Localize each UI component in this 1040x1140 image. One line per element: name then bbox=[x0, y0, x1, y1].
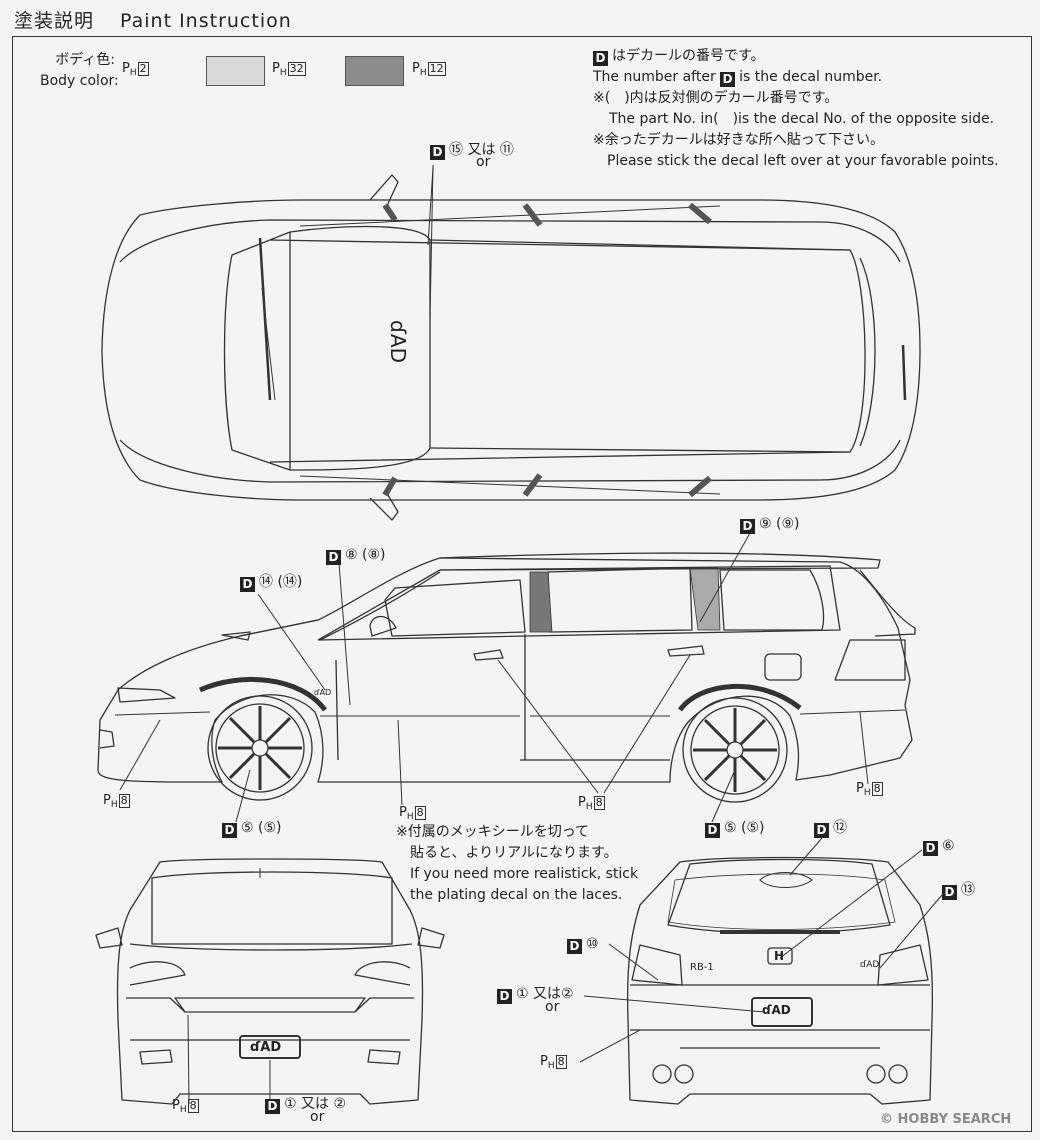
decal-d-icon: D bbox=[923, 841, 938, 856]
decal-d-icon: D bbox=[497, 989, 512, 1004]
plating-note: ※付属のメッキシールを切って 貼ると、よりリアルになります。 If you ne… bbox=[396, 824, 639, 903]
decal-d-icon: D bbox=[814, 823, 829, 838]
rear-license-plate bbox=[751, 997, 813, 1027]
rb1-badge: RB-1 bbox=[690, 962, 714, 973]
instruction-frame bbox=[12, 36, 1032, 1132]
rear-dad-emblem: ɗAD bbox=[860, 960, 880, 970]
leader-lines bbox=[119, 164, 943, 1105]
front-wheel bbox=[207, 695, 313, 801]
watermark: © HOBBY SEARCH bbox=[880, 1112, 1012, 1127]
paint-swatch-3 bbox=[345, 56, 404, 86]
decal-d-icon: D bbox=[265, 1099, 280, 1114]
title-jp: 塗装説明 bbox=[14, 10, 95, 32]
car-front-view bbox=[95, 858, 445, 1105]
honda-emblem: H bbox=[774, 949, 785, 963]
decal-d-icon: D bbox=[705, 823, 720, 838]
front-plate-logo: ɗAD bbox=[250, 1040, 282, 1055]
callout-top-or: or bbox=[476, 154, 491, 170]
page-title: 塗装説明 Paint Instruction bbox=[14, 6, 292, 33]
rear-wheel bbox=[682, 697, 788, 803]
decal-d-icon: D bbox=[740, 519, 755, 534]
body-color-label-en: Body color bbox=[40, 73, 115, 89]
decal-d-icon: D bbox=[222, 823, 237, 838]
rear-plate-logo: ɗAD bbox=[762, 1003, 791, 1017]
decal-d-icon: D bbox=[567, 939, 582, 954]
paint-swatch-2 bbox=[206, 56, 265, 86]
decal-d-icon: D bbox=[942, 885, 957, 900]
car-rear-view bbox=[626, 856, 934, 1105]
car-top-view bbox=[101, 167, 921, 521]
front-license-plate bbox=[239, 1035, 301, 1059]
side-dad-logo: ɗAD bbox=[314, 688, 332, 697]
callout-front-or: or bbox=[310, 1109, 325, 1125]
decal-d-icon: D bbox=[430, 145, 445, 160]
callout-rear-or: or bbox=[545, 999, 560, 1015]
body-color-label-jp: ボディ色 bbox=[55, 52, 111, 68]
decal-d-icon: D bbox=[240, 577, 255, 592]
decal-d-icon: D bbox=[720, 72, 736, 87]
decal-d-icon: D bbox=[593, 51, 608, 66]
car-side-view bbox=[97, 552, 916, 803]
roof-dad-logo: ɗAD bbox=[386, 320, 410, 364]
body-color-label: ボディ色: Body color: bbox=[40, 52, 119, 89]
title-en: Paint Instruction bbox=[120, 10, 292, 32]
decal-d-icon: D bbox=[326, 550, 341, 565]
